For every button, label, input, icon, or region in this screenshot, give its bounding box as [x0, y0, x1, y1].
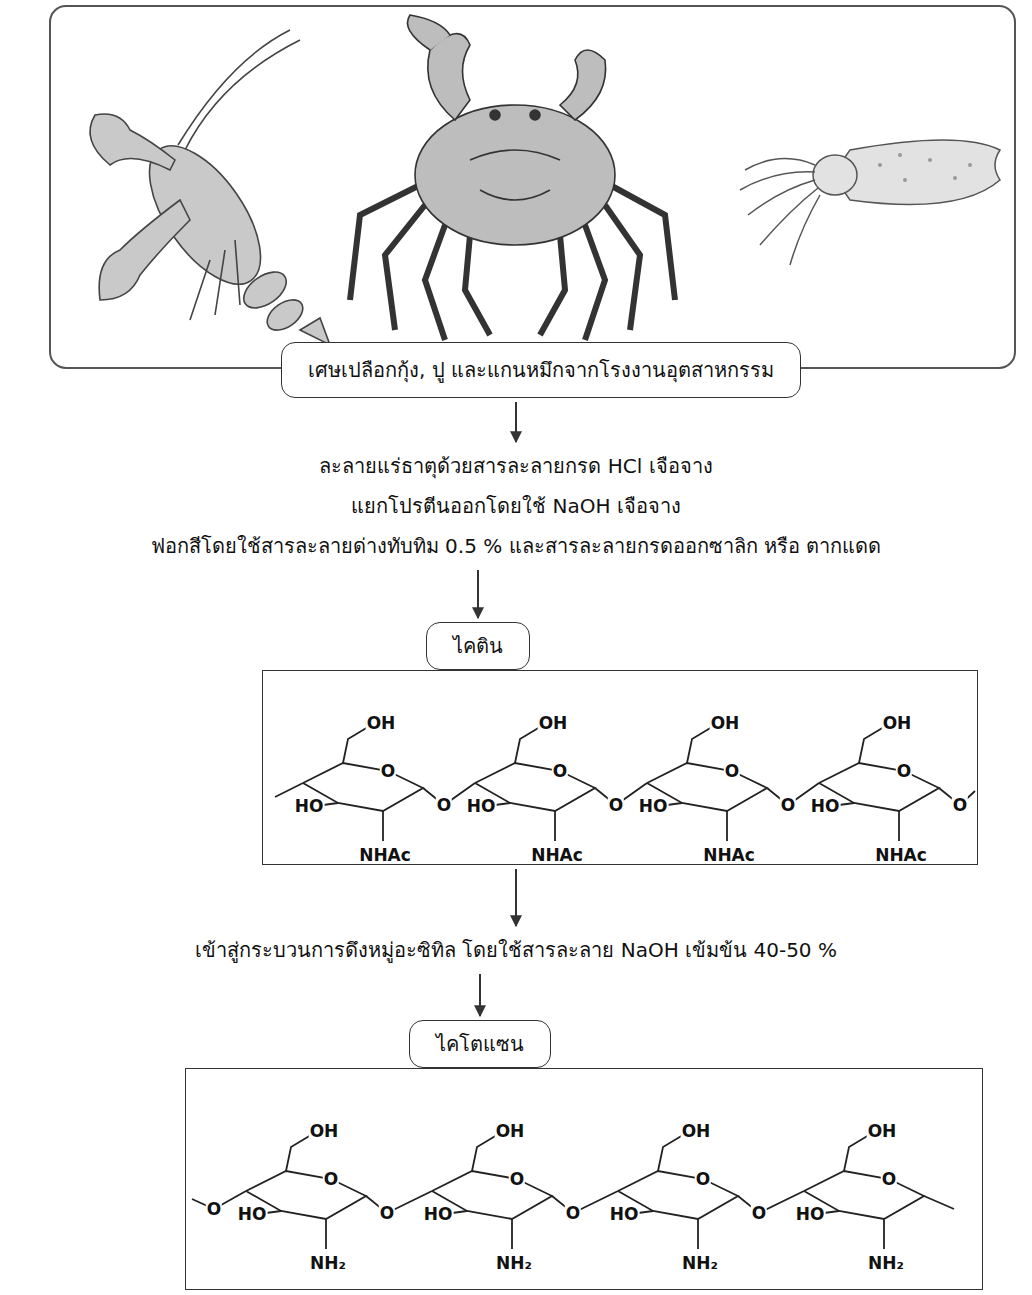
bond-line [495, 803, 510, 805]
atom-label: OH [538, 714, 569, 732]
bond-line [859, 727, 884, 763]
box-label: เศษเปลือกกุ้ง, ปู และแกนหมึกจากโรงงานอุต… [308, 354, 774, 386]
atom-label: NH₂ [867, 1254, 905, 1272]
bond-line [452, 1211, 467, 1213]
structure-box: OHOHOHOHOOOOHOHOHOHONHAcNHAcNHAcNHAcOOOO [262, 670, 978, 865]
bond-line [898, 811, 900, 841]
bond-line [638, 1211, 653, 1213]
structure-box: OHOHOHOHOOOOHOHOHOHONH₂NH₂NH₂NH₂OOOO [185, 1068, 983, 1290]
atom-label: NHAc [358, 846, 412, 864]
atom-label: OH [710, 714, 741, 732]
product-box: ไคติน [426, 622, 530, 670]
atom-label: OH [366, 714, 397, 732]
atom-label: HO [294, 797, 325, 815]
atom-label: NHAc [530, 846, 584, 864]
step-text: ละลายแร่ธาตุด้วยสารละลายกรด HCl เจือจาง [20, 446, 1012, 486]
atom-label: O [896, 762, 912, 780]
atom-label: O [379, 1204, 395, 1222]
bond-line [844, 1135, 869, 1171]
illustration-panel [50, 6, 1015, 368]
bond-line [343, 727, 368, 763]
bond-line [554, 811, 556, 841]
bond-line [697, 1219, 699, 1249]
atom-label: O [608, 796, 624, 814]
atom-label: HO [810, 797, 841, 815]
bond-line [325, 1219, 327, 1249]
atom-label: NH₂ [309, 1254, 347, 1272]
bond-line [275, 783, 303, 797]
atom-label: NH₂ [495, 1254, 533, 1272]
atom-label: NH₂ [681, 1254, 719, 1272]
atom-label: O [565, 1204, 581, 1222]
atom-label: O [881, 1170, 897, 1188]
lobster-drawing [90, 30, 330, 345]
bond-line [687, 727, 712, 763]
step-text: แยกโปรตีนออกโดยใช้ NaOH เจือจาง [20, 486, 1012, 526]
atom-label: OH [309, 1122, 340, 1140]
atom-label: O [724, 762, 740, 780]
atom-label: HO [423, 1205, 454, 1223]
flow-arrow [515, 402, 517, 442]
atom-label: HO [466, 797, 497, 815]
atom-label: O [206, 1200, 222, 1218]
bond-line [382, 811, 384, 841]
atom-label: OH [495, 1122, 526, 1140]
step-text: ฟอกสีโดยใช้สารละลายด่างทับทิม 0.5 % และส… [20, 526, 1012, 566]
atom-label: OH [681, 1122, 712, 1140]
bond-line [924, 1196, 954, 1209]
atom-label: HO [638, 797, 669, 815]
structure-drawing [263, 671, 979, 866]
atom-label: NHAc [702, 846, 756, 864]
atom-label: NHAc [874, 846, 928, 864]
bond-line [323, 803, 338, 805]
bond-line [511, 1219, 513, 1249]
bond-line [883, 1219, 885, 1249]
bond-line [667, 803, 682, 805]
bond-line [472, 1135, 497, 1171]
bond-line [515, 727, 540, 763]
flow-arrow [477, 570, 479, 618]
atom-label: O [695, 1170, 711, 1188]
box-label: ไคติน [453, 630, 503, 662]
atom-label: O [751, 1204, 767, 1222]
atom-label: O [323, 1170, 339, 1188]
atom-label: HO [609, 1205, 640, 1223]
process-step: ละลายแร่ธาตุด้วยสารละลายกรด HCl เจือจางแ… [20, 446, 1012, 566]
bond-line [658, 1135, 683, 1171]
atom-label: O [380, 762, 396, 780]
bond-line [824, 1211, 839, 1213]
process-step: เข้าสู่กระบวนการดึงหมู่อะซิทิล โดยใช้สาร… [40, 930, 992, 970]
atom-label: HO [795, 1205, 826, 1223]
atom-label: O [780, 796, 796, 814]
bond-line [286, 1135, 311, 1171]
atom-label: O [552, 762, 568, 780]
source-box: เศษเปลือกกุ้ง, ปู และแกนหมึกจากโรงงานอุต… [281, 342, 801, 398]
atom-label: HO [237, 1205, 268, 1223]
flow-arrow [515, 869, 517, 926]
flow-arrow [479, 974, 481, 1016]
squid-drawing [740, 140, 1000, 265]
bond-line [726, 811, 728, 841]
atom-label: O [952, 796, 968, 814]
atom-label: O [436, 796, 452, 814]
crab-drawing [350, 15, 675, 340]
structure-drawing [186, 1069, 984, 1291]
bond-line [839, 803, 854, 805]
atom-label: O [509, 1170, 525, 1188]
atom-label: OH [867, 1122, 898, 1140]
atom-label: OH [882, 714, 913, 732]
step-text: เข้าสู่กระบวนการดึงหมู่อะซิทิล โดยใช้สาร… [40, 930, 992, 970]
bond-line [266, 1211, 281, 1213]
product-box: ไคโตแซน [409, 1020, 551, 1068]
box-label: ไคโตแซน [436, 1028, 524, 1060]
